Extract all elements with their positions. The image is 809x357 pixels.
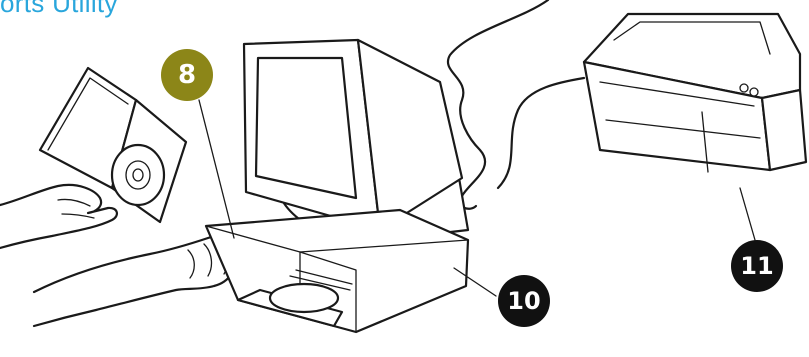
callout-10-label: 10 [507,287,540,315]
hands-icon [0,185,238,326]
printer-icon [584,14,806,172]
callout-8-label: 8 [178,60,196,90]
callout-11: 11 [731,240,783,292]
cable-icon [448,0,584,209]
callout-11-label: 11 [740,252,773,280]
desktop-computer-icon [206,210,468,332]
callout-10: 10 [498,275,550,327]
callout-8: 8 [161,49,213,101]
